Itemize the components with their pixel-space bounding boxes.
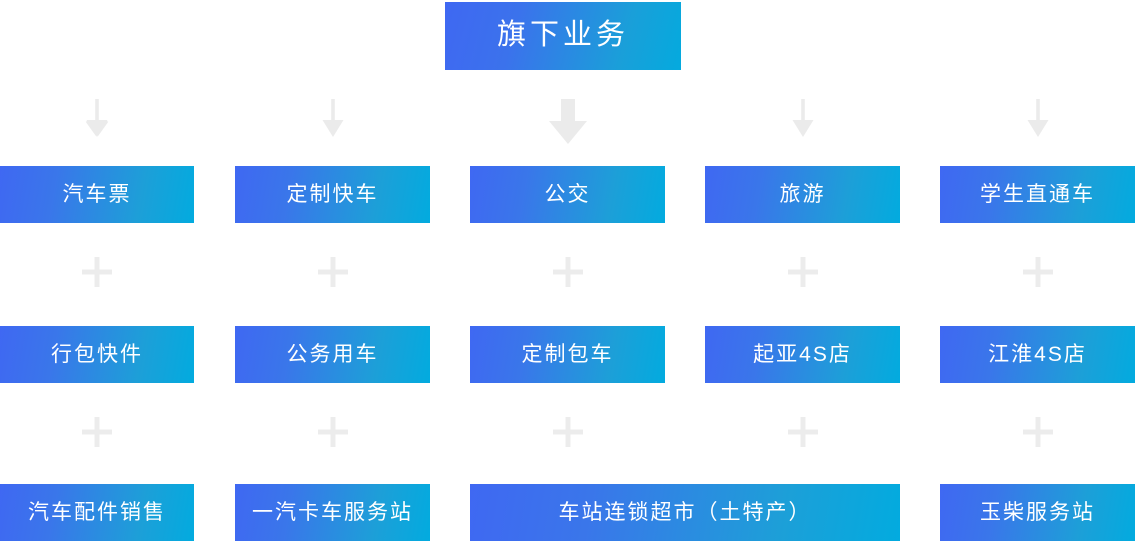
arrow-down-icon-col3 xyxy=(470,99,665,145)
plus-icon-col2-2 xyxy=(235,412,430,452)
plus-icon-col4-2 xyxy=(705,412,900,452)
arrow-down-icon-col4 xyxy=(705,99,900,139)
node-label: 江淮4S店 xyxy=(988,342,1087,366)
node-col2-item3[interactable]: 一汽卡车服务站 xyxy=(235,484,430,541)
plus-icon-col2-1 xyxy=(235,252,430,292)
node-label: 公交 xyxy=(544,182,591,206)
node-label: 汽车票 xyxy=(62,182,132,206)
node-label: 一汽卡车服务站 xyxy=(252,500,413,524)
plus-icon-col1-1 xyxy=(0,252,194,292)
node-label: 定制包车 xyxy=(521,342,614,366)
node-col3-item1[interactable]: 公交 xyxy=(470,166,665,223)
node-col1-item2[interactable]: 行包快件 xyxy=(0,326,194,383)
arrow-down-icon-col5 xyxy=(940,99,1135,139)
node-col2-item2[interactable]: 公务用车 xyxy=(235,326,430,383)
node-col4-item1[interactable]: 旅游 xyxy=(705,166,900,223)
plus-icon-col1-2 xyxy=(0,412,194,452)
node-col3-item2[interactable]: 定制包车 xyxy=(470,326,665,383)
node-label: 车站连锁超市（土特产） xyxy=(558,500,812,524)
node-label: 起亚4S店 xyxy=(753,342,852,366)
node-label: 学生直通车 xyxy=(980,182,1095,206)
node-label: 行包快件 xyxy=(51,342,143,366)
node-col3-item3-wide[interactable]: 车站连锁超市（土特产） xyxy=(470,484,900,541)
plus-icon-col4-1 xyxy=(705,252,900,292)
arrow-down-icon-col2 xyxy=(235,99,430,139)
plus-icon-col3-1 xyxy=(470,252,665,292)
node-col1-item3[interactable]: 汽车配件销售 xyxy=(0,484,194,541)
plus-icon-col5-1 xyxy=(940,252,1135,292)
node-label: 汽车配件销售 xyxy=(28,500,166,524)
node-col5-item3[interactable]: 玉柴服务站 xyxy=(940,484,1135,541)
arrow-down-icon-col1 xyxy=(0,99,194,139)
diagram-title-box[interactable]: 旗下业务 xyxy=(445,2,681,70)
plus-icon-col3-2 xyxy=(470,412,665,452)
plus-icon-col5-2 xyxy=(940,412,1135,452)
diagram-title-label: 旗下业务 xyxy=(496,19,629,51)
node-label: 旅游 xyxy=(779,182,826,206)
node-label: 玉柴服务站 xyxy=(980,500,1095,524)
node-col1-item1[interactable]: 汽车票 xyxy=(0,166,194,223)
node-label: 公务用车 xyxy=(286,342,379,366)
node-col5-item2[interactable]: 江淮4S店 xyxy=(940,326,1135,383)
node-col5-item1[interactable]: 学生直通车 xyxy=(940,166,1135,223)
node-col2-item1[interactable]: 定制快车 xyxy=(235,166,430,223)
node-label: 定制快车 xyxy=(286,182,379,206)
node-col4-item2[interactable]: 起亚4S店 xyxy=(705,326,900,383)
